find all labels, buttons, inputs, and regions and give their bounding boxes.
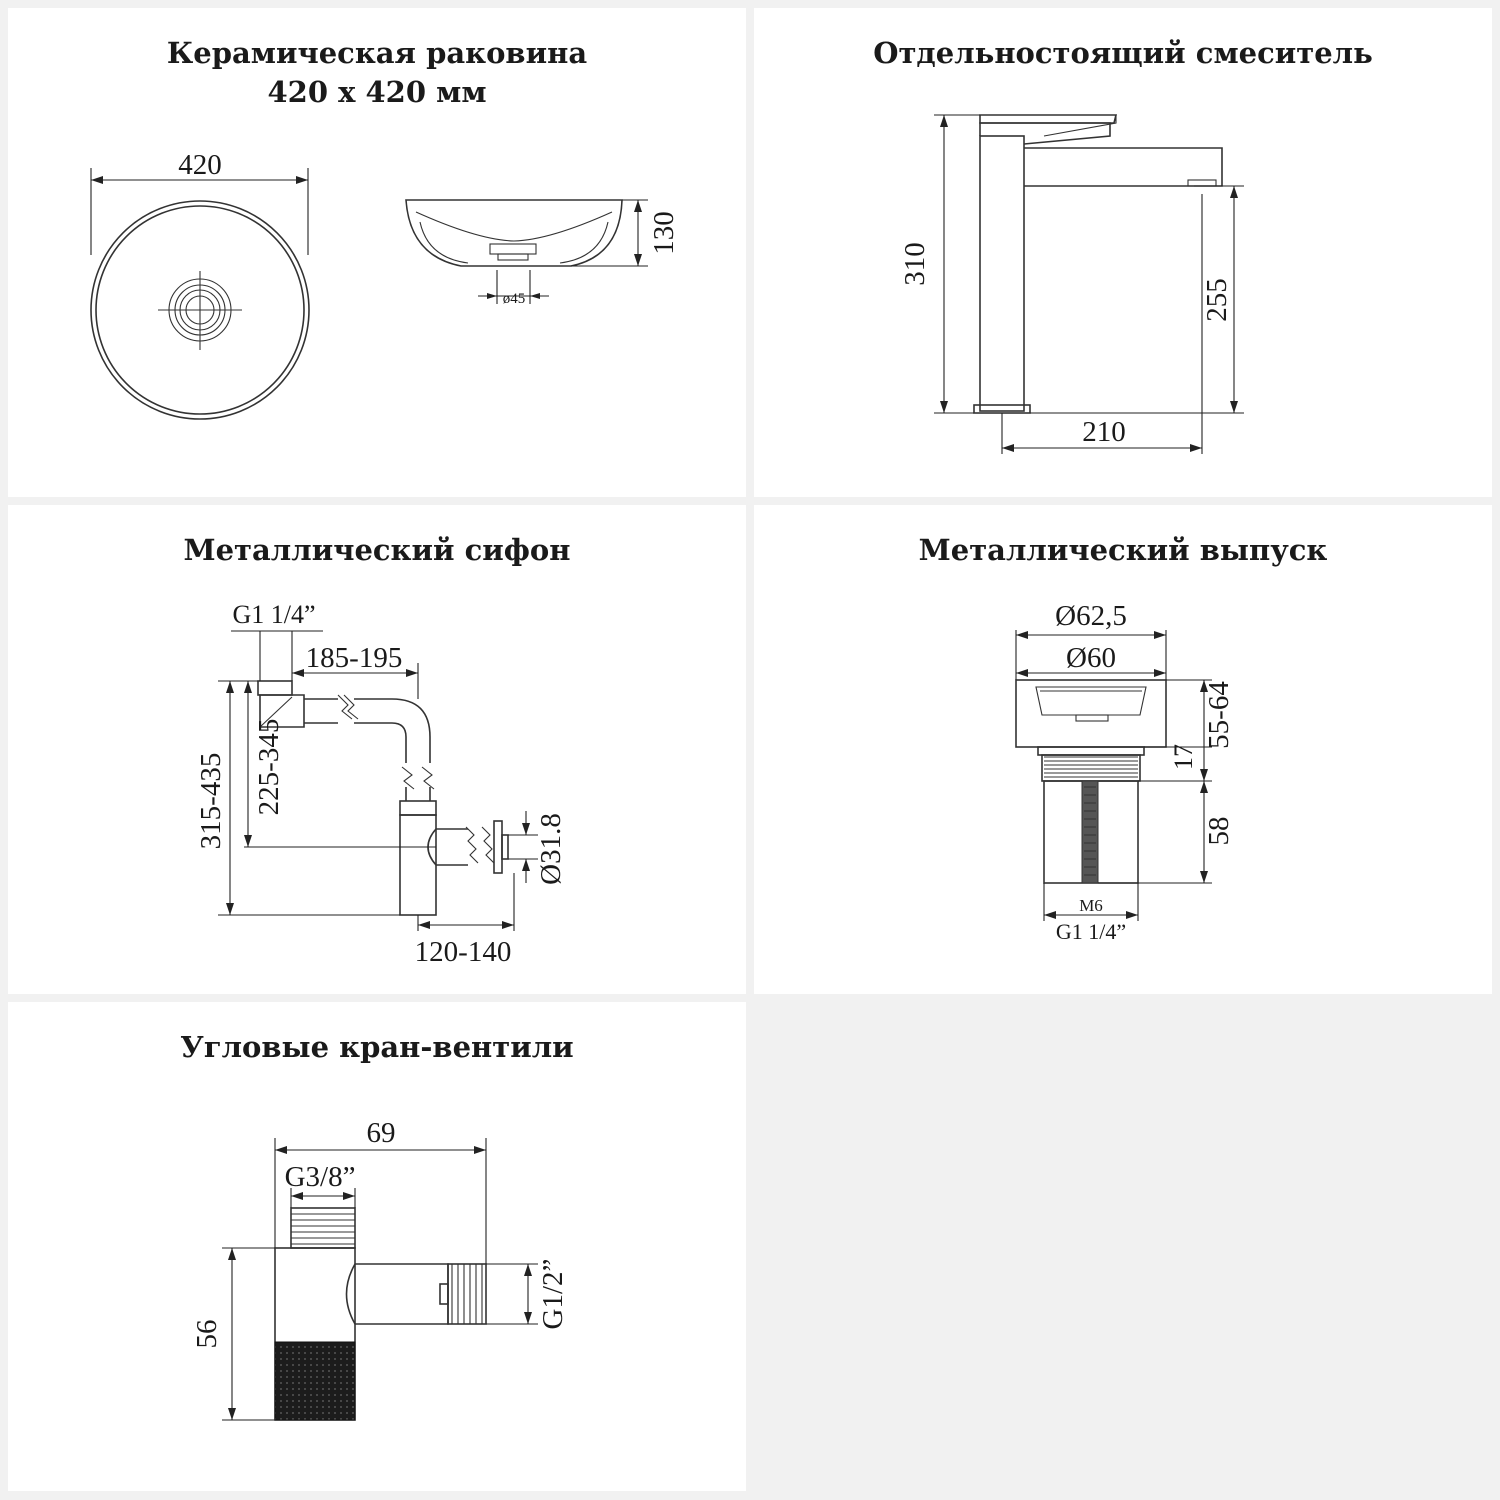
valve-inlet-thread-label: G3/8” bbox=[285, 1161, 356, 1193]
basin-width-label: 420 bbox=[178, 149, 222, 181]
basin-height-label: 130 bbox=[648, 211, 680, 255]
drain-drawing: Ø62,5 Ø60 55-64 17 58 M6 G1 1/4” bbox=[1015, 600, 1235, 944]
siphon-outlet-diameter-label: Ø31.8 bbox=[535, 813, 567, 885]
valve-outlet-thread-label: G1/2” bbox=[537, 1259, 569, 1330]
valve-title: Угловые кран-вентили bbox=[180, 1030, 574, 1064]
siphon-title: Металлический сифон bbox=[183, 533, 571, 567]
siphon-outlet-length-label: 120-140 bbox=[415, 936, 512, 968]
basin-top-view: 420 bbox=[90, 149, 310, 420]
drain-top-height-label: 55-64 bbox=[1203, 681, 1235, 749]
valve-body bbox=[274, 1207, 487, 1421]
drain-ring-label: 17 bbox=[1169, 744, 1198, 770]
faucet-body bbox=[973, 114, 1223, 414]
basin-side-view: 130 ø45 bbox=[405, 199, 680, 307]
drain-thread-label: G1 1/4” bbox=[1056, 919, 1126, 944]
basin-title-line2: 420 х 420 мм bbox=[267, 75, 487, 109]
basin-drawing: 420 130 bbox=[90, 149, 680, 420]
basin-title: Керамическая раковина 420 х 420 мм bbox=[8, 34, 746, 112]
faucet-drawing: 310 255 210 bbox=[899, 114, 1244, 454]
valve-drawing: 69 G3/8” 56 G1/2” bbox=[191, 1117, 569, 1421]
siphon-thread-label: G1 1/4” bbox=[232, 600, 315, 629]
siphon-panel: Металлический сифон G1 1/4” bbox=[8, 505, 746, 994]
siphon-drawing: G1 1/4” 185-195 315-435 225-345 Ø31.8 bbox=[195, 600, 567, 968]
drain-outer-diameter-label: Ø62,5 bbox=[1055, 600, 1127, 632]
faucet-height-label: 310 bbox=[899, 242, 931, 286]
drain-bolt-label: M6 bbox=[1079, 896, 1103, 915]
basin-drain-label: ø45 bbox=[503, 291, 526, 307]
valve-height-label: 56 bbox=[191, 1320, 223, 1349]
faucet-title: Отдельностоящий смеситель bbox=[873, 36, 1373, 70]
siphon-total-height-label: 315-435 bbox=[195, 753, 227, 850]
drain-body bbox=[1015, 679, 1167, 884]
siphon-outlet-height-label: 225-345 bbox=[253, 719, 285, 816]
valve-width-label: 69 bbox=[367, 1117, 396, 1149]
drain-panel: Металлический выпуск Ø62,5 Ø60 bbox=[754, 505, 1492, 994]
siphon-length-label: 185-195 bbox=[306, 642, 403, 674]
basin-panel: Керамическая раковина 420 х 420 мм 420 bbox=[8, 8, 746, 497]
valve-panel: Угловые кран-вентили 69 bbox=[8, 1002, 746, 1491]
drain-body-height-label: 58 bbox=[1203, 817, 1235, 846]
drain-inner-diameter-label: Ø60 bbox=[1066, 642, 1116, 674]
drain-title: Металлический выпуск bbox=[918, 533, 1328, 567]
drain-thread bbox=[1041, 754, 1141, 782]
siphon-body bbox=[257, 680, 509, 916]
basin-title-line1: Керамическая раковина bbox=[166, 36, 588, 70]
faucet-reach-label: 210 bbox=[1082, 416, 1126, 448]
faucet-panel: Отдельностоящий смеситель 310 255 21 bbox=[754, 8, 1492, 497]
faucet-spout-height-label: 255 bbox=[1201, 278, 1233, 322]
